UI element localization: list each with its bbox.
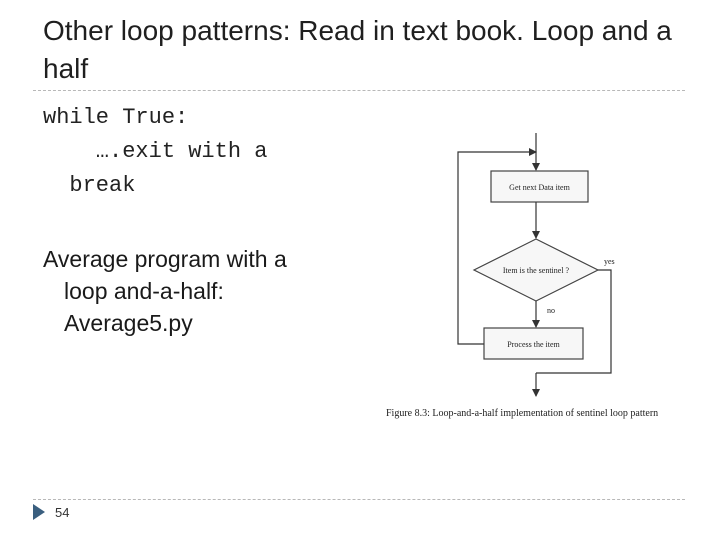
- body-line: Average5.py: [64, 310, 193, 336]
- slide-title: Other loop patterns: Read in text book. …: [43, 15, 672, 84]
- no-label: no: [547, 306, 555, 315]
- body-line: loop and-a-half:: [64, 278, 224, 304]
- code-line: while True:: [43, 105, 189, 130]
- get-item-box: [490, 170, 589, 203]
- process-item-label: Process the item: [507, 340, 560, 349]
- figure-caption: Figure 8.3: Loop-and-a-half implementati…: [386, 408, 659, 419]
- code-line: ….exit with a: [43, 139, 268, 164]
- flowchart: Get next Data item Item is the sentinel …: [457, 133, 615, 397]
- title-divider: [33, 90, 685, 91]
- body-paragraph: Average program with a loop and-a-half: …: [43, 243, 343, 339]
- footer-divider: [33, 499, 685, 500]
- body-line: Average program with a: [43, 246, 287, 272]
- code-line: break: [43, 173, 136, 198]
- process-item-box: [483, 327, 584, 360]
- code-block: while True: ….exit with a break: [43, 101, 267, 203]
- bullet-arrow-icon: [33, 504, 45, 520]
- get-item-label: Get next Data item: [509, 183, 570, 192]
- page-number: 54: [55, 505, 70, 520]
- decision-label: Item is the sentinel ?: [503, 266, 570, 275]
- loop-back-arrow: [457, 148, 537, 345]
- yes-path: [536, 269, 612, 374]
- yes-label: yes: [604, 257, 615, 266]
